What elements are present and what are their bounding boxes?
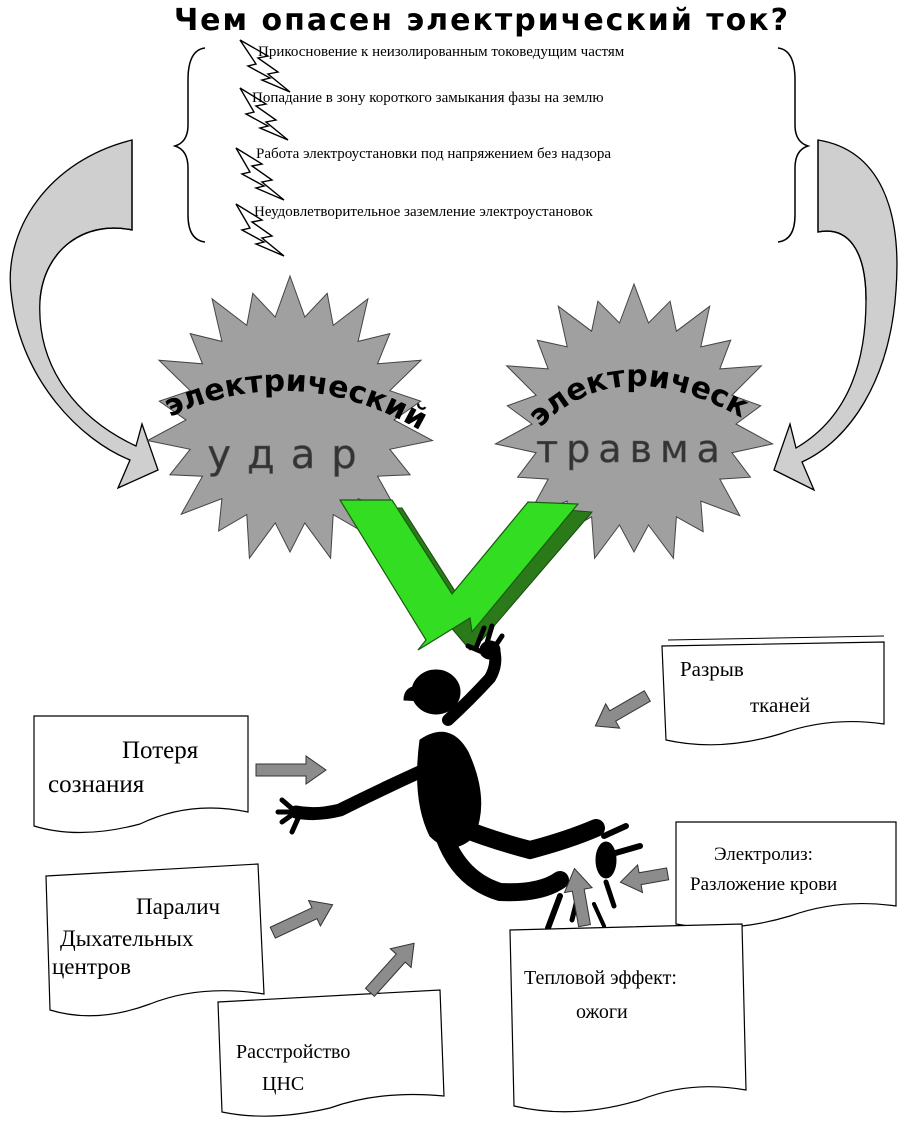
- tissue-rupture-line2: тканей: [750, 693, 810, 717]
- arrow-from-electrolysis: [619, 863, 670, 894]
- left-brace: [172, 47, 206, 243]
- injury-label: травма: [536, 427, 728, 471]
- page-title: Чем опасен электрический ток?: [174, 3, 790, 38]
- shock-label: удар: [207, 432, 372, 478]
- shock-star: [146, 274, 434, 560]
- respiratory-paralysis-line2: Дыхательных: [60, 926, 194, 951]
- thermal-effect-line1: Тепловой эффект:: [524, 967, 677, 989]
- respiratory-paralysis-line1: Паралич: [136, 894, 221, 919]
- consciousness-loss-line1: Потеря: [122, 737, 199, 764]
- right-curved-arrow-inner: [817, 140, 867, 301]
- arrow-from-paralysis: [269, 899, 334, 939]
- arrow-from-tissue-rupture: [594, 690, 652, 729]
- lightning-icon: [235, 203, 285, 257]
- consciousness-loss-card: [33, 715, 249, 834]
- cns-disorder-card: [217, 989, 445, 1117]
- arrow-from-thermal: [563, 867, 594, 928]
- consciousness-loss-line2: сознания: [48, 771, 145, 798]
- cause-text: Прикосновение к неизолированным токоведу…: [258, 44, 625, 60]
- injury-star: [493, 282, 775, 560]
- respiratory-paralysis-card: [45, 863, 265, 1017]
- thermal-effect-line2: ожоги: [576, 1001, 628, 1023]
- shocked-person-figure: [275, 623, 643, 931]
- arrow-from-cns: [364, 942, 415, 998]
- lightning-icon: [235, 147, 285, 201]
- tissue-rupture-card-back: [667, 635, 885, 641]
- electrolysis-line1: Электролиз:: [714, 844, 813, 865]
- check-arrow: [338, 499, 580, 651]
- right-brace: [777, 47, 811, 243]
- cause-text: Неудовлетворительное заземление электроу…: [254, 204, 593, 220]
- tissue-rupture-card: [661, 641, 885, 746]
- respiratory-paralysis-line3: центров: [52, 954, 131, 979]
- tissue-rupture-line1: Разрыв: [680, 657, 744, 681]
- lightning-icon: [239, 39, 291, 93]
- electrolysis-line2: Разложение крови: [690, 874, 837, 895]
- left-curved-arrow-inner: [39, 140, 133, 301]
- thermal-effect-card: [509, 923, 747, 1113]
- cause-text: Работа электроустановки под напряжением …: [256, 146, 611, 162]
- right-curved-arrow-body: [773, 139, 898, 492]
- arrow-from-consciousness: [255, 755, 327, 785]
- cns-disorder-line2: ЦНС: [262, 1073, 304, 1095]
- cause-text: Попадание в зону короткого замыкания фаз…: [252, 90, 604, 106]
- cns-disorder-line1: Расстройство: [236, 1041, 350, 1063]
- left-curved-arrow-body: [9, 139, 159, 490]
- lightning-icon: [239, 87, 289, 141]
